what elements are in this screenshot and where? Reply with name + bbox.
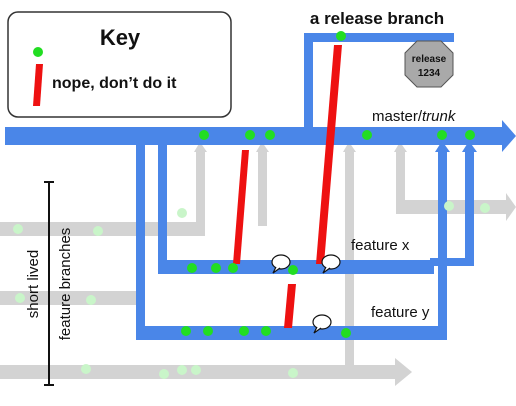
active-branches xyxy=(5,33,516,340)
gray-drop-b xyxy=(258,150,267,226)
badge-line2: 1234 xyxy=(418,68,441,79)
commit-dot-icon xyxy=(15,293,25,303)
gray-up-arrow-4 xyxy=(394,142,407,152)
commit-dot-icon xyxy=(86,295,96,305)
key-commit-dot-icon xyxy=(33,47,43,57)
commit-dot-icon xyxy=(177,208,187,218)
commit-dot-icon[interactable] xyxy=(199,130,209,140)
trunk-arrow xyxy=(502,120,516,152)
feature-y-rise-arrow xyxy=(435,141,450,152)
feature-y-branch[interactable] xyxy=(136,326,446,340)
key-frame xyxy=(7,11,232,118)
commit-dot-icon xyxy=(288,368,298,378)
commit-dot-icon xyxy=(191,365,201,375)
badge-line1: release xyxy=(412,54,447,65)
key-title: Key xyxy=(100,25,141,50)
bad-merge-feature-y xyxy=(284,284,296,328)
octagon-tag-icon: release 1234 xyxy=(404,40,454,88)
feature-x-rise-arrow xyxy=(462,141,477,152)
feature-x-rise xyxy=(465,150,474,266)
feature-y-drop xyxy=(136,137,145,335)
speech-bubble-icon[interactable] xyxy=(312,314,332,334)
commit-dot-icon xyxy=(93,226,103,236)
commit-dot-icon[interactable] xyxy=(341,328,351,338)
commit-dot-icon[interactable] xyxy=(362,130,372,140)
commit-dot-icon[interactable] xyxy=(245,130,255,140)
gray-drop-a xyxy=(196,150,205,236)
commit-dot-icon[interactable] xyxy=(239,326,249,336)
commit-dot-icon xyxy=(444,201,454,211)
release-title: a release branch xyxy=(310,9,444,28)
short-lived-bracket: short lived feature branches xyxy=(25,181,74,386)
bad-merge-release xyxy=(316,45,342,264)
feature-x-rise-connector xyxy=(430,258,474,266)
side-label-line1: short lived xyxy=(25,250,42,318)
bad-merges xyxy=(233,45,342,328)
commit-dot-icon xyxy=(81,364,91,374)
commit-dot-icon[interactable] xyxy=(187,263,197,273)
key-box: Key nope, don’t do it xyxy=(7,11,232,118)
gray-up-arrow-2 xyxy=(256,142,269,152)
release-branch[interactable] xyxy=(304,33,454,42)
commit-dot-icon xyxy=(177,365,187,375)
gray-branch-2 xyxy=(0,291,140,305)
gray-up-arrow-1 xyxy=(194,142,207,152)
commit-dot-icon[interactable] xyxy=(181,326,191,336)
feature-x-label: feature x xyxy=(351,237,410,254)
gray-up-arrow-3 xyxy=(343,142,356,152)
commit-dot-icon xyxy=(159,369,169,379)
key-bad-merge-icon xyxy=(33,64,43,106)
commit-dot-icon[interactable] xyxy=(211,263,221,273)
feature-y-rise xyxy=(438,150,447,340)
gray-branch-right-arrow xyxy=(506,193,516,221)
trunk-label: master/trunk xyxy=(372,108,457,125)
key-bad-merge-label: nope, don’t do it xyxy=(52,75,177,92)
side-label-line2: feature branches xyxy=(57,228,74,341)
speech-bubble-icon[interactable] xyxy=(271,254,291,274)
commit-dot-icon xyxy=(13,224,23,234)
commit-dot-icon[interactable] xyxy=(288,265,298,275)
commit-dot-icon[interactable] xyxy=(203,326,213,336)
bad-merge-feature-x xyxy=(233,150,249,264)
speech-bubble-icon[interactable] xyxy=(321,254,341,274)
commit-dot-icon[interactable] xyxy=(336,31,346,41)
commit-dot-icon[interactable] xyxy=(465,130,475,140)
gray-branch-3-arrow xyxy=(395,358,412,386)
gray-drop-d xyxy=(396,150,405,214)
feature-x-drop xyxy=(158,137,167,272)
commit-dot-icon[interactable] xyxy=(265,130,275,140)
commit-dot-icon[interactable] xyxy=(228,263,238,273)
commit-dot-icon[interactable] xyxy=(437,130,447,140)
feature-y-label: feature y xyxy=(371,304,430,321)
commits xyxy=(13,31,490,379)
commit-dot-icon[interactable] xyxy=(261,326,271,336)
commit-dot-icon xyxy=(480,203,490,213)
release-branch-vertical xyxy=(304,33,313,133)
